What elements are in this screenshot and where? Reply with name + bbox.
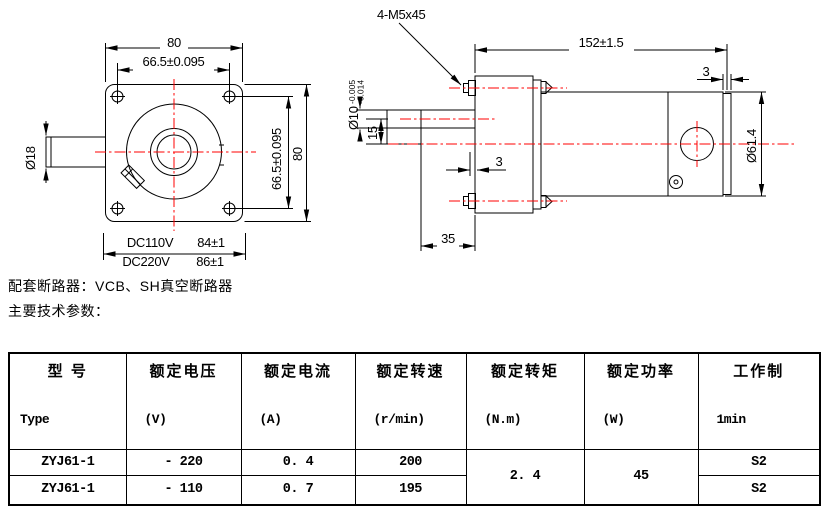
screw-detail	[669, 175, 683, 189]
cell-current: 0. 4	[240, 449, 356, 476]
dim-overall-height: 80	[290, 147, 305, 161]
col-type: 型 号 Type	[8, 352, 127, 450]
cell-type: ZYJ61-1	[8, 475, 127, 505]
col-voltage: 额定电压 (V)	[125, 352, 242, 450]
front-view-drawing: 80 66.5±0.095 Ø18 66.5±0.095	[23, 35, 311, 269]
dim-flange-gap: 3	[496, 154, 503, 169]
terminal-tab	[120, 164, 146, 190]
spec-table: 型 号 Type 额定电压 (V) 额定电流 (A) 额定转速 (r/min) …	[8, 352, 821, 506]
dim-hole-spacing-v: 66.5±0.095	[269, 128, 284, 190]
dim-axis-offset: 15	[365, 126, 380, 140]
cell-voltage: - 220	[125, 449, 242, 476]
dim-variant1-value: 84±1	[197, 235, 225, 250]
side-view-drawing: 4-M5x45 152±1.5 Ø10 -0.005 -0.014 15	[346, 7, 795, 251]
col-current: 额定电流 (A)	[240, 352, 356, 450]
dim-shaft-diameter: Ø18	[23, 146, 38, 170]
cell-power-merged: 45	[583, 449, 699, 505]
breaker-note: 配套断路器：VCB、SH真空断路器	[8, 278, 233, 294]
dim-hole-spacing-h: 66.5±0.095	[143, 54, 205, 69]
cell-duty: S2	[697, 475, 821, 505]
dim-shaft-tol-upper: -0.005	[347, 80, 357, 104]
dim-body-diameter: Ø61.4	[744, 129, 759, 163]
cell-current: 0. 7	[240, 475, 356, 505]
dim-variant2-value: 86±1	[196, 254, 224, 269]
dim-shaft-dia-side: Ø10	[346, 106, 361, 130]
cell-voltage: - 110	[125, 475, 242, 505]
dim-endcap: 3	[703, 64, 710, 79]
header-row: 型 号 Type 额定电压 (V) 额定电流 (A) 额定转速 (r/min) …	[8, 352, 821, 450]
dim-variant1-label: DC110V	[127, 235, 174, 250]
label-mounting-bolts: 4-M5x45	[377, 7, 426, 22]
dim-variant2-label: DC220V	[122, 254, 170, 269]
dim-shaft-tol-lower: -0.014	[356, 80, 366, 104]
dim-shaft-length: 35	[441, 231, 455, 246]
dim-overall-length: 152±1.5	[579, 35, 624, 50]
col-power: 额定功率 (W)	[583, 352, 699, 450]
col-speed: 额定转速 (r/min)	[354, 352, 467, 450]
cell-speed: 200	[354, 449, 467, 476]
col-duty: 工作制 1min	[697, 352, 821, 450]
table-row: ZYJ61-1 - 220 0. 4 200 2. 4 45 S2	[8, 449, 821, 505]
dim-overall-width: 80	[167, 35, 181, 50]
cell-torque-merged: 2. 4	[465, 449, 585, 505]
technical-drawing: 80 66.5±0.095 Ø18 66.5±0.095	[23, 7, 795, 269]
cell-type: ZYJ61-1	[8, 449, 127, 476]
cell-duty: S2	[697, 449, 821, 476]
cell-speed: 195	[354, 475, 467, 505]
col-torque: 额定转矩 (N.m)	[465, 352, 585, 450]
params-heading: 主要技术参数：	[8, 303, 110, 319]
table-row: ZYJ61-1 - 110 0. 7 195 S2	[8, 475, 821, 505]
